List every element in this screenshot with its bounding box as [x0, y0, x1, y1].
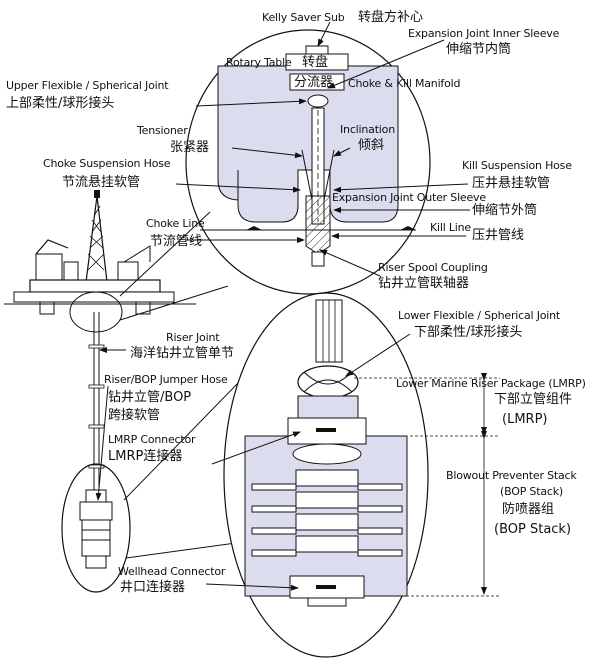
- label-rotary-zh: 转盘: [302, 55, 329, 70]
- label-inclination-en: Inclination: [340, 123, 395, 136]
- upper-flex-joint: [307, 94, 329, 108]
- label-bop-zh1: 防喷器组: [502, 502, 555, 517]
- label-tensioner-en: Tensioner: [137, 124, 188, 137]
- drilling-rig: [4, 190, 196, 333]
- bop-detail: [223, 292, 429, 658]
- rig-center-circle: [69, 291, 123, 333]
- label-kelly-en: Kelly Saver Sub: [262, 11, 345, 24]
- expansion-outer-sleeve: [305, 195, 331, 255]
- rig-deck: [29, 279, 161, 293]
- label-spool-zh: 钻井立管联轴器: [378, 276, 470, 291]
- label-upper-flex-zh: 上部柔性/球形接头: [6, 96, 115, 111]
- lower-flex-joint: [297, 365, 359, 399]
- seabed-small-detail: [61, 463, 131, 593]
- label-kill-line-en: Kill Line: [430, 221, 472, 234]
- label-lmrp-conn-en: LMRP Connector: [108, 433, 196, 446]
- riser-string: [88, 312, 105, 490]
- label-kelly-zh: 转盘方补心: [358, 10, 424, 25]
- label-kill-hose-en: Kill Suspension Hose: [462, 159, 572, 172]
- leader-lines: [95, 21, 470, 591]
- label-lmrp-zh1: 下部立管组件: [494, 392, 573, 407]
- dimension-lines: [354, 373, 500, 597]
- label-spool-en: Riser Spool Coupling: [378, 261, 488, 274]
- surface-detail: [185, 29, 431, 295]
- label-exp-inner-en: Expansion Joint Inner Sleeve: [408, 27, 560, 40]
- surface-shaded-left: [237, 170, 299, 223]
- label-choke-line-en: Choke Line: [146, 217, 205, 230]
- label-choke-manifold-en: Choke & Kill Manifold: [348, 77, 461, 90]
- label-bop-en2: (BOP Stack): [500, 485, 563, 498]
- label-lmrp-zh2: (LMRP): [502, 412, 548, 427]
- label-bop-zh2: (BOP Stack): [494, 522, 572, 537]
- label-exp-inner-zh: 伸缩节内筒: [446, 42, 512, 57]
- label-wellhead-en: Wellhead Connector: [118, 565, 226, 578]
- label-lmrp-conn-zh: LMRP连接器: [108, 449, 183, 464]
- label-lower-flex-zh: 下部柔性/球形接头: [414, 325, 523, 340]
- label-upper-flex-en: Upper Flexible / Spherical Joint: [6, 79, 169, 92]
- label-lmrp-en: Lower Marine Riser Package (LMRP): [396, 377, 586, 390]
- label-exp-outer-zh: 伸缩节外筒: [472, 203, 538, 218]
- label-kill-line-zh: 压井管线: [472, 228, 525, 243]
- label-riser-joint-zh: 海洋钻井立管单节: [130, 346, 235, 361]
- label-inclination-zh: 倾斜: [358, 138, 385, 153]
- label-choke-hose-en: Choke Suspension Hose: [43, 157, 171, 170]
- label-bop-en1: Blowout Preventer Stack: [446, 469, 577, 482]
- label-riser-joint-en: Riser Joint: [166, 331, 220, 344]
- label-choke-hose-zh: 节流悬挂软管: [62, 175, 141, 190]
- lmrp-body: [297, 395, 359, 419]
- label-wellhead-zh: 井口连接器: [120, 580, 186, 595]
- label-jumper-en: Riser/BOP Jumper Hose: [104, 373, 228, 386]
- rotary-table-box: [285, 53, 349, 71]
- label-kill-hose-zh: 压井悬挂软管: [472, 176, 551, 191]
- label-jumper-zh2: 跨接软管: [108, 408, 161, 423]
- label-lower-flex-en: Lower Flexible / Spherical Joint: [398, 309, 561, 322]
- label-rotary-en: Rotary Table: [226, 56, 292, 69]
- label-choke-line-zh: 节流管线: [150, 234, 203, 249]
- label-exp-outer-en: Expansion Joint Outer Sleeve: [332, 191, 486, 204]
- label-jumper-zh1: 钻井立管/BOP: [108, 390, 192, 405]
- label-diverter-zh: 分流器: [294, 75, 334, 90]
- label-tensioner-zh: 张紧器: [170, 140, 210, 155]
